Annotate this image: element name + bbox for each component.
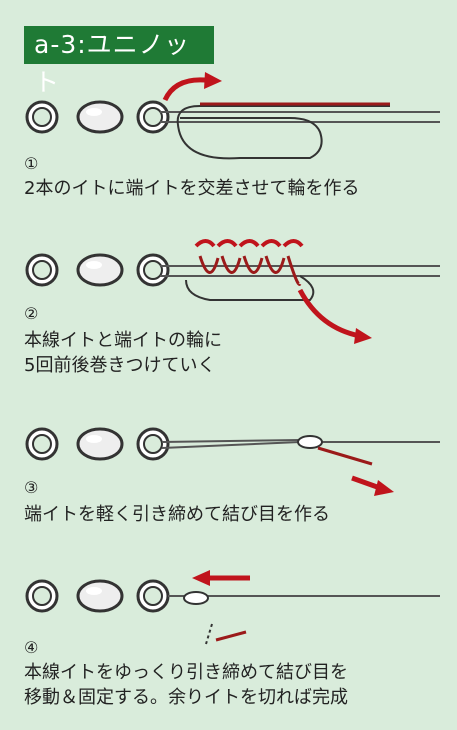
main-line-2 (161, 441, 301, 449)
step-caption: 端イトを軽く引き締めて結び目を作る (24, 504, 330, 525)
knot (183, 591, 209, 605)
step-4: ④ 本線イトをゆっくり引き締めて結び目を 移動＆固定する。余りイトを切れば完成 (0, 560, 457, 730)
pull-arrow (351, 475, 381, 491)
wrap-arrows (194, 239, 304, 248)
step-3-illustration (25, 427, 440, 496)
arrow-head-icon (354, 328, 372, 344)
pull-arrow (297, 288, 361, 339)
curve-arrow (162, 77, 206, 102)
swivel-icon (25, 579, 170, 613)
step-1: ① 2本のイトに端イトを交差させて輪を作る (0, 70, 457, 210)
step-number: ② (24, 304, 39, 323)
step-caption: 本線イトと端イトの輪に 5回前後巻きつけていく (24, 330, 222, 376)
step-number: ④ (24, 638, 39, 657)
swivel-icon (25, 427, 170, 461)
knot (297, 435, 323, 449)
step-4-illustration (25, 570, 440, 645)
arrow-head-icon (192, 570, 210, 586)
step-number: ③ (24, 478, 39, 497)
cut-line (205, 623, 213, 645)
step-caption: 本線イトをゆっくり引き締めて結び目を 移動＆固定する。余りイトを切れば完成 (24, 662, 348, 708)
tag-end (317, 446, 373, 466)
step-2: ② 本線イトと端イトの輪に 5回前後巻きつけていく (0, 228, 457, 388)
tag-end (215, 630, 247, 642)
step-1-illustration (25, 72, 440, 160)
step-2-illustration (25, 239, 440, 344)
arrow-head-icon (204, 72, 222, 89)
swivel-icon (25, 253, 170, 287)
step-caption: 2本のイトに端イトを交差させて輪を作る (24, 178, 360, 199)
wraps (198, 255, 302, 286)
main-line (161, 439, 301, 443)
arrow-head-icon (374, 480, 394, 496)
swivel-icon (25, 100, 170, 134)
tag-loop (185, 275, 315, 301)
step-3: ③ 端イトを軽く引き締めて結び目を作る (0, 412, 457, 542)
tag-line-loop (176, 105, 390, 160)
step-number: ① (24, 154, 39, 173)
section-title: a-3:ユニノット (24, 26, 214, 97)
